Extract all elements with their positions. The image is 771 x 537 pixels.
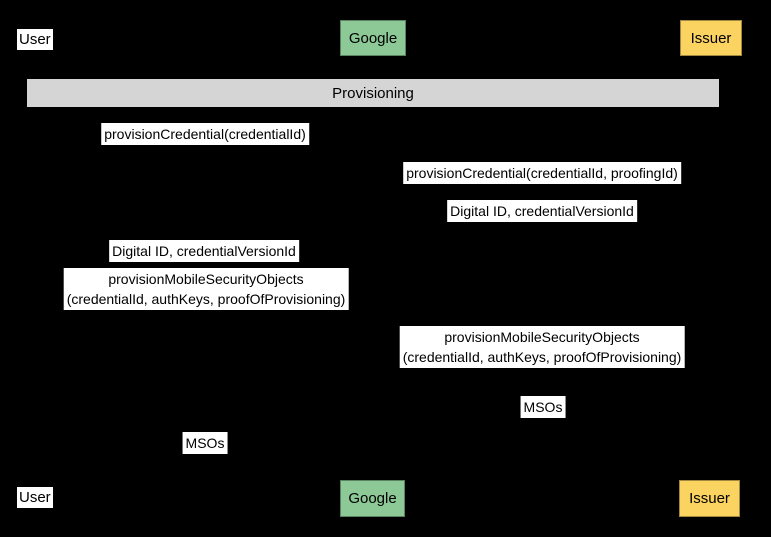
lifeline-user: [36, 56, 37, 480]
actor-issuer-top: Issuer: [680, 20, 742, 56]
message-provision-credential-user-google: provisionCredential(credentialId): [101, 123, 309, 145]
message-text: provisionCredential(credentialId, proofi…: [406, 165, 678, 181]
actor-issuer-bottom: Issuer: [679, 480, 740, 517]
message-text: provisionCredential(credentialId): [104, 126, 306, 142]
message-text: MSOs: [185, 435, 225, 451]
actor-user-top: User: [17, 29, 53, 50]
message-msos-issuer-google: MSOs: [520, 396, 566, 418]
message-text-line2: (credentialId, authKeys, proofOfProvisio…: [66, 291, 346, 307]
message-text-line1: provisionMobileSecurityObjects: [444, 329, 640, 345]
provisioning-frame-label: Provisioning: [332, 84, 414, 102]
message-digital-id-google-user: Digital ID, credentialVersionId: [109, 240, 299, 262]
message-text: Digital ID, credentialVersionId: [450, 203, 634, 219]
message-text: MSOs: [523, 399, 563, 415]
actor-user-bottom: User: [17, 487, 53, 508]
message-msos-google-user: MSOs: [182, 432, 228, 454]
message-provision-msos-google-issuer: provisionMobileSecurityObjects (credenti…: [399, 326, 685, 368]
message-provision-msos-user-google: provisionMobileSecurityObjects (credenti…: [63, 268, 349, 310]
actor-google-bottom: Google: [340, 480, 405, 517]
message-text-line1: provisionMobileSecurityObjects: [108, 271, 304, 287]
message-text: Digital ID, credentialVersionId: [112, 243, 296, 259]
lifeline-issuer: [711, 56, 712, 480]
message-provision-credential-google-issuer: provisionCredential(credentialId, proofi…: [403, 162, 681, 184]
actor-google-top: Google: [340, 20, 406, 56]
lifeline-google: [373, 56, 374, 480]
provisioning-frame: Provisioning: [27, 79, 719, 107]
message-digital-id-issuer-google: Digital ID, credentialVersionId: [447, 200, 637, 222]
message-text-line2: (credentialId, authKeys, proofOfProvisio…: [402, 349, 682, 365]
